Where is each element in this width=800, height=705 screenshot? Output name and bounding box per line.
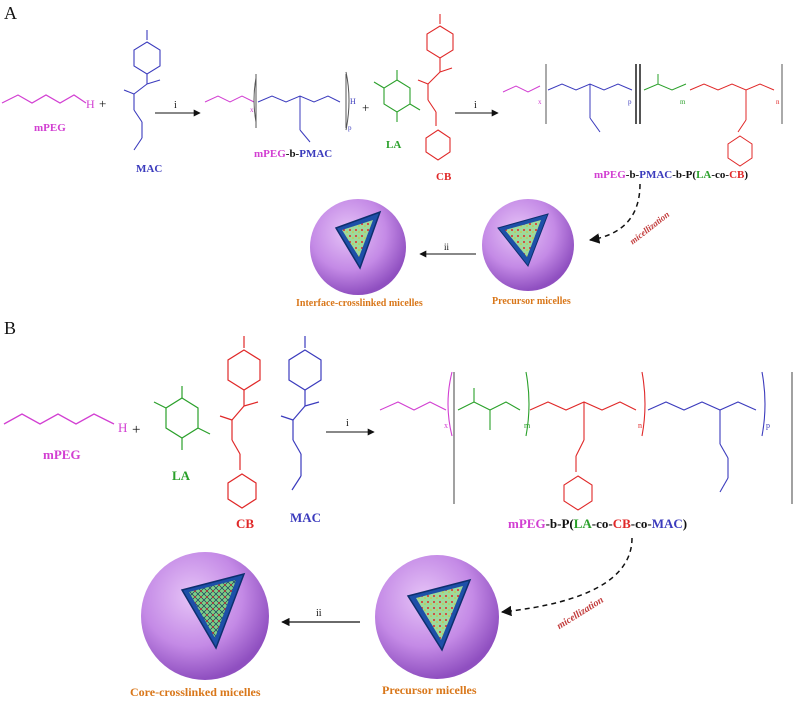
core-crosslinked-micelle [141,552,269,680]
la-label-b: LA [172,468,191,483]
precursor-micelle-label-b: Precursor micelles [382,683,477,697]
panel-a-letter: A [4,3,17,23]
cb-label-a: CB [436,171,452,183]
mpeg-oh-h-a: H [86,97,95,111]
micellization-arrow-a [588,183,641,244]
step-label-a2: i [474,100,477,111]
mpeg-label-b: mPEG [43,447,81,462]
core-micelle-label: Core-crosslinked micelles [130,685,261,699]
mac-label-a: MAC [136,163,162,175]
micellization-arrow-b [500,537,633,617]
product-label-a: mPEG-b-PMAC-b-P(LA-co-CB) [594,169,748,181]
product-b-subscript-x: x [444,421,448,430]
precursor-micelle-label-a: Precursor micelles [492,296,571,307]
mpeg-label-a: mPEG [34,122,66,134]
intermediate-subscript-x: x [250,106,254,114]
interface-micelle-label: Interface-crosslinked micelles [296,298,423,309]
product-b-subscript-p: p [766,421,770,430]
product-a-subscript-x: x [538,98,542,106]
intermediate-label: mPEG-b-PMAC [254,148,332,160]
step-label-a3: ii [444,242,450,252]
mac-structure-a [123,30,161,151]
cb-structure-a [417,14,454,161]
plus-sign: + [132,422,140,438]
la-label-a: LA [386,139,401,151]
intermediate-oh-h: H [350,97,356,106]
product-structure-a [502,64,783,167]
intermediate-structure-a [204,71,350,143]
step-label-a1: i [174,100,177,111]
mac-label-b: MAC [290,510,321,525]
cb-structure-b [219,336,261,509]
micellization-label-b: micellization [555,594,606,632]
product-label-b: mPEG-b-P(LA-co-CB-co-MAC) [508,516,687,531]
mpeg-structure-a [1,94,87,104]
mpeg-structure-b [3,413,115,425]
plus-sign: + [362,100,369,115]
mac-structure-b [280,336,322,491]
micellization-label-a: micellization [628,209,672,246]
product-structure-b [379,371,793,511]
product-b-subscript-n: n [638,421,642,430]
panel-b-letter: B [4,318,16,338]
precursor-micelle-b [375,555,499,679]
product-a-subscript-n: n [776,98,780,106]
product-a-subscript-p: p [628,98,632,106]
panel-a: A H mPEG + MAC i [1,3,783,309]
interface-crosslinked-micelle [310,199,406,295]
intermediate-subscript-p: p [348,124,352,132]
precursor-micelle-a [482,199,574,291]
product-a-subscript-m: m [680,98,686,106]
la-structure-b [153,386,211,450]
panel-b: B H mPEG + LA CB [3,318,793,699]
plus-sign: + [99,96,106,111]
step-label-b3: ii [316,608,322,619]
product-b-subscript-m: m [524,421,531,430]
step-label-b1: i [346,418,349,429]
la-structure-a [373,70,421,122]
mpeg-oh-h-b: H [118,420,127,435]
cb-label-b: CB [236,516,254,531]
